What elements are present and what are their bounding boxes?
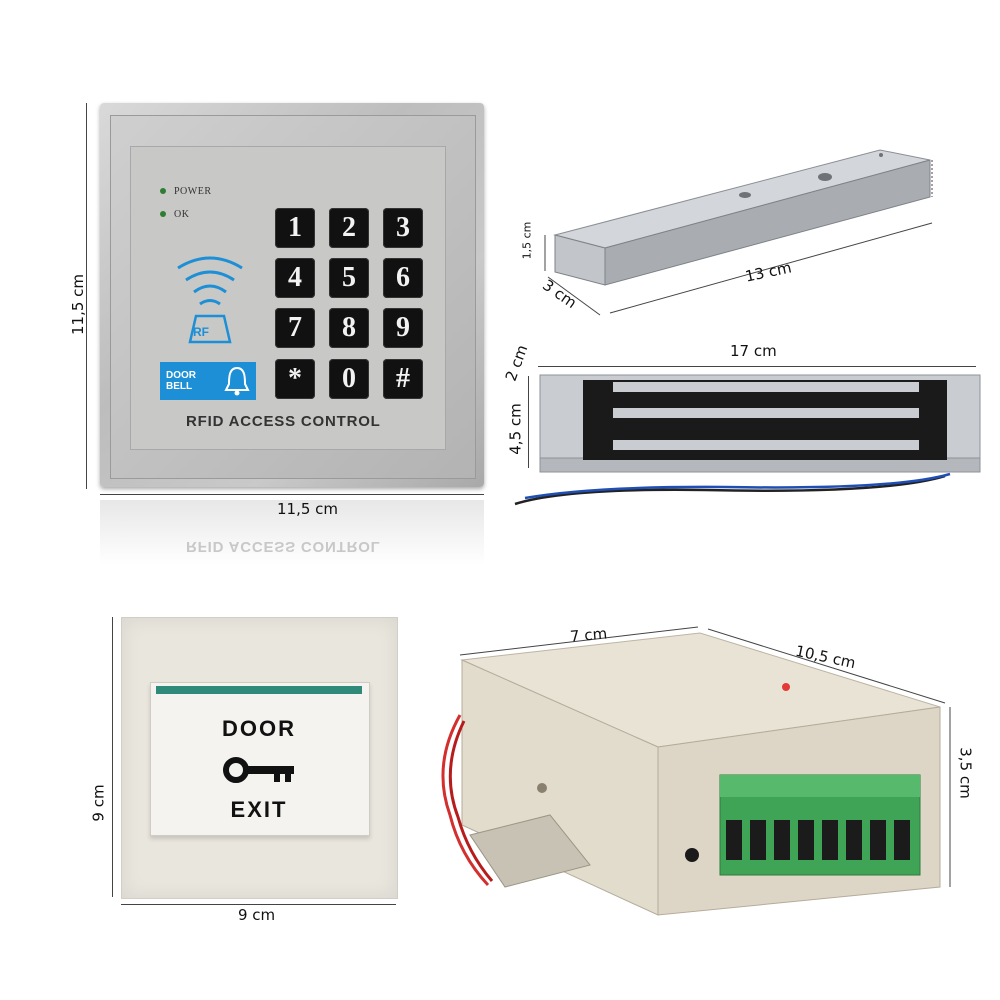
ok-led-label: OK [174, 209, 190, 220]
psu-width-dim: 7 cm [569, 624, 608, 646]
keypad-height-line [86, 103, 87, 489]
key-icon [223, 757, 294, 783]
key-8: 8 [329, 308, 369, 348]
key-6: 6 [383, 258, 423, 298]
exit-exit-label: EXIT [230, 797, 288, 822]
maglock-length-dim: 17 cm [730, 342, 777, 360]
key-7: 7 [275, 308, 315, 348]
exit-button-strip [156, 686, 362, 694]
bell-icon [224, 366, 250, 396]
exit-door-label: DOOR [222, 716, 296, 741]
power-led-icon [160, 188, 166, 194]
rf-badge-label: RF [193, 325, 209, 339]
keypad-title: RFID ACCESS CONTROL [186, 413, 381, 430]
power-supply-illustration [441, 626, 951, 916]
keypad-width-line [100, 494, 484, 495]
keypad-reflection-title: RFID ACCESS CONTROL [186, 538, 381, 555]
doorbell-label: DOOR BELL [166, 370, 196, 392]
ok-led-icon [160, 211, 166, 217]
key-hash: # [383, 359, 423, 399]
key-3: 3 [383, 208, 423, 248]
psu-height-dim: 3,5 cm [956, 747, 975, 799]
power-led-label: POWER [174, 186, 212, 197]
rfid-signal-icon [177, 256, 243, 344]
bracket-height-dim: 1,5 cm [520, 221, 534, 260]
exit-button [150, 682, 370, 836]
key-2: 2 [329, 208, 369, 248]
exit-height-line [112, 617, 113, 897]
exit-width-line [121, 904, 396, 905]
key-1: 1 [275, 208, 315, 248]
maglock-height-line [528, 376, 529, 468]
exit-height-dim: 9 cm [89, 784, 108, 822]
keypad-width-dim: 11,5 cm [277, 500, 339, 518]
keypad-reflection [100, 500, 484, 565]
maglock-length-line [538, 366, 976, 367]
key-9: 9 [383, 308, 423, 348]
bracket-illustration [544, 149, 933, 316]
exit-width-dim: 9 cm [238, 906, 276, 924]
key-5: 5 [329, 258, 369, 298]
key-star: * [275, 359, 315, 399]
key-4: 4 [275, 258, 315, 298]
keypad-height-dim: 11,5 cm [69, 273, 87, 335]
key-0: 0 [329, 359, 369, 399]
maglock-illustration [514, 374, 981, 506]
